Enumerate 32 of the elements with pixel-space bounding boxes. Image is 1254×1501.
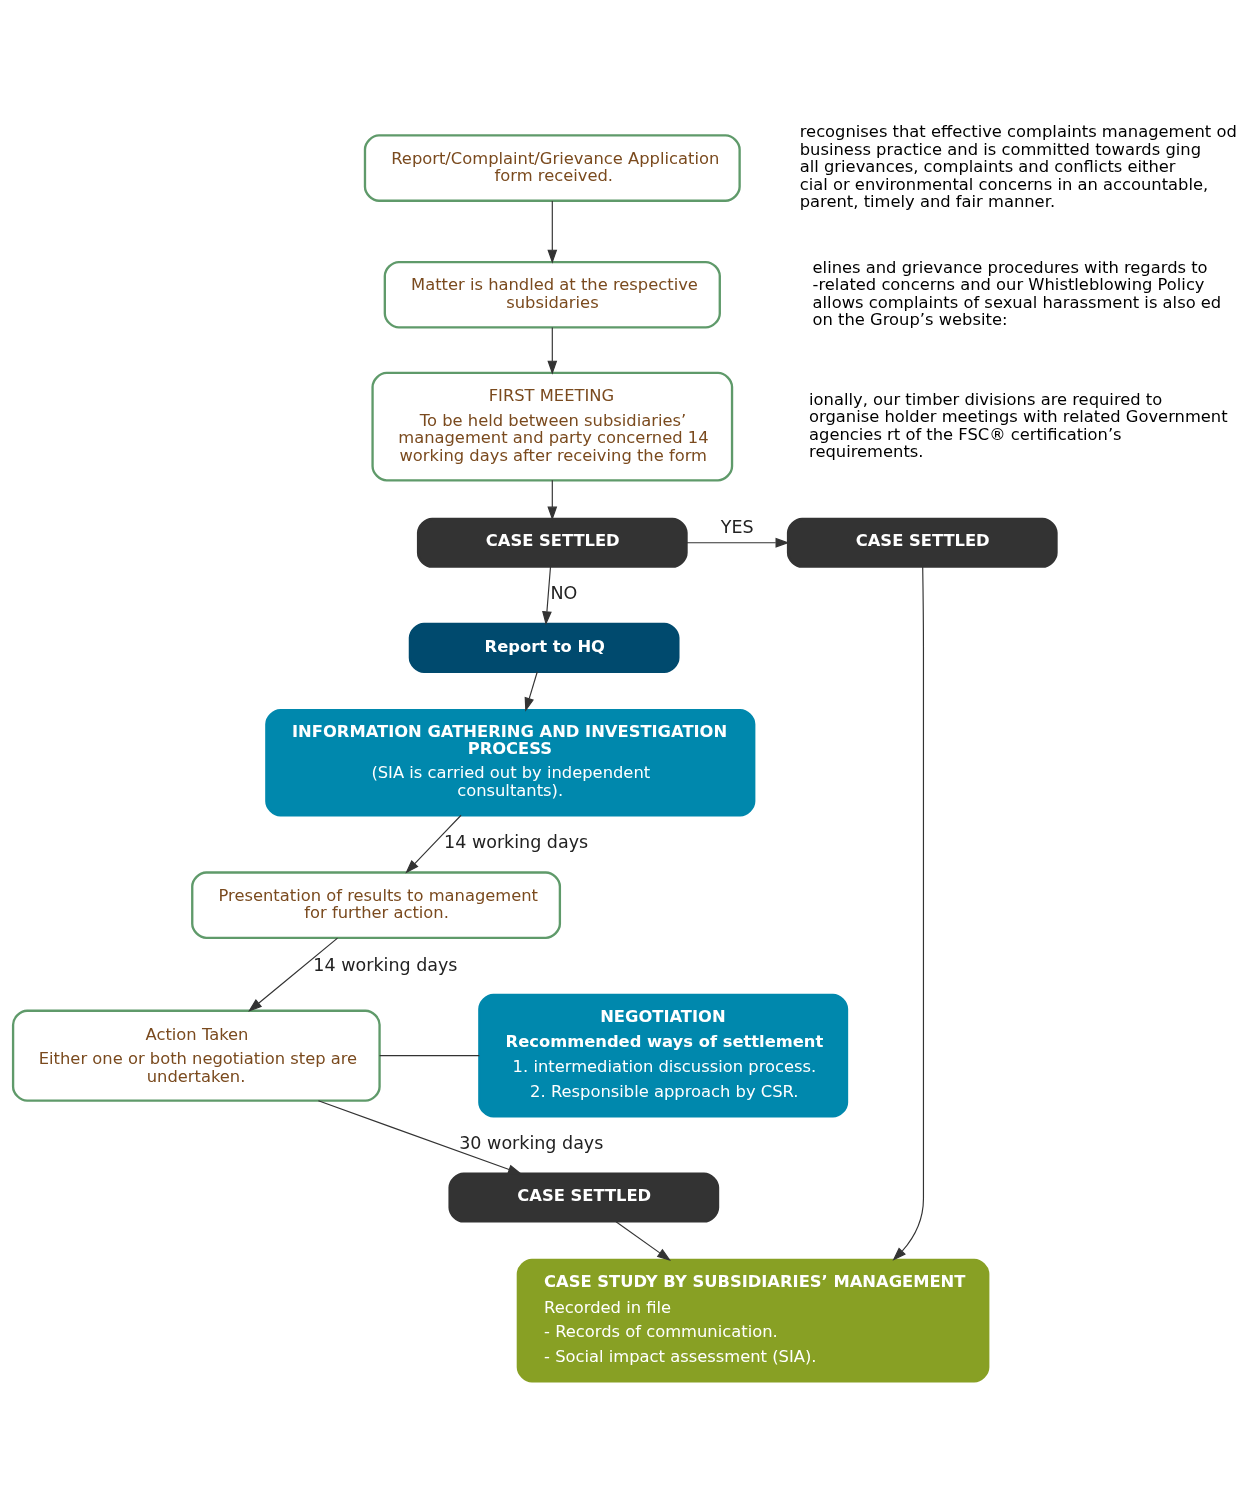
node-box: Presentation of results to management for further action. <box>191 871 562 939</box>
arrow <box>524 671 538 712</box>
arrow <box>547 479 558 521</box>
label: recognises that effective complaints management od business practice and is committed towards ging all grievances, complaints and conflicts either cial or environmental concerns in an accountable, parent, timely and fair manner. <box>799 122 1237 212</box>
edge-label: YES <box>720 517 754 538</box>
node-box: Action Taken Either one or both negotiation step are undertaken. <box>11 1009 381 1102</box>
arrow <box>615 1221 671 1261</box>
node-box: CASE SETTLED <box>786 517 1058 568</box>
node-box: CASE SETTLED <box>448 1172 720 1223</box>
arrow <box>405 814 462 874</box>
edge-label: 30 working days <box>459 1133 604 1154</box>
node-box: CASE STUDY BY SUBSIDIARIES’ MANAGEMENT Recorded in file - Records of communication. - Social impact assessment (SIA). <box>516 1258 990 1383</box>
edge-label: 14 working days <box>444 831 589 852</box>
node-box: Report/Complaint/Grievance Application form received. <box>363 134 741 202</box>
node-box: CASE SETTLED <box>416 517 688 568</box>
node-box: INFORMATION GATHERING AND INVESTIGATION PROCESS (SIA is carried out by independent consultants). <box>265 709 756 817</box>
node-box: NEGOTIATION Recommended ways of settlement 1. intermediation discussion process. 2. Responsible approach by CSR. <box>478 993 849 1118</box>
node-box: Report to HQ <box>408 622 680 673</box>
connector <box>379 1055 480 1057</box>
label: elines and grievance procedures with regards to -related concerns and our Whistleblowing Policy allows complaints of sexual harassment is also ed on the Group’s website: <box>812 257 1222 330</box>
label: ionally, our timber divisions are required to organise holder meetings with related Government agencies rt of the FSC® certification’s requirements. <box>809 389 1228 462</box>
arrow <box>547 327 558 375</box>
edge-label: 14 working days <box>313 954 458 975</box>
arrow <box>547 200 558 264</box>
edge-label: NO <box>550 583 578 604</box>
arrow <box>686 537 790 548</box>
arrow <box>542 566 552 626</box>
arrow <box>248 937 339 1012</box>
arrow <box>892 566 925 1261</box>
arrow <box>317 1100 522 1175</box>
node-box: Matter is handled at the respective subsidaries <box>383 260 721 329</box>
node-box: FIRST MEETING To be held between subsidiaries’ management and party concerned 14 working days after receiving the form <box>371 371 734 482</box>
